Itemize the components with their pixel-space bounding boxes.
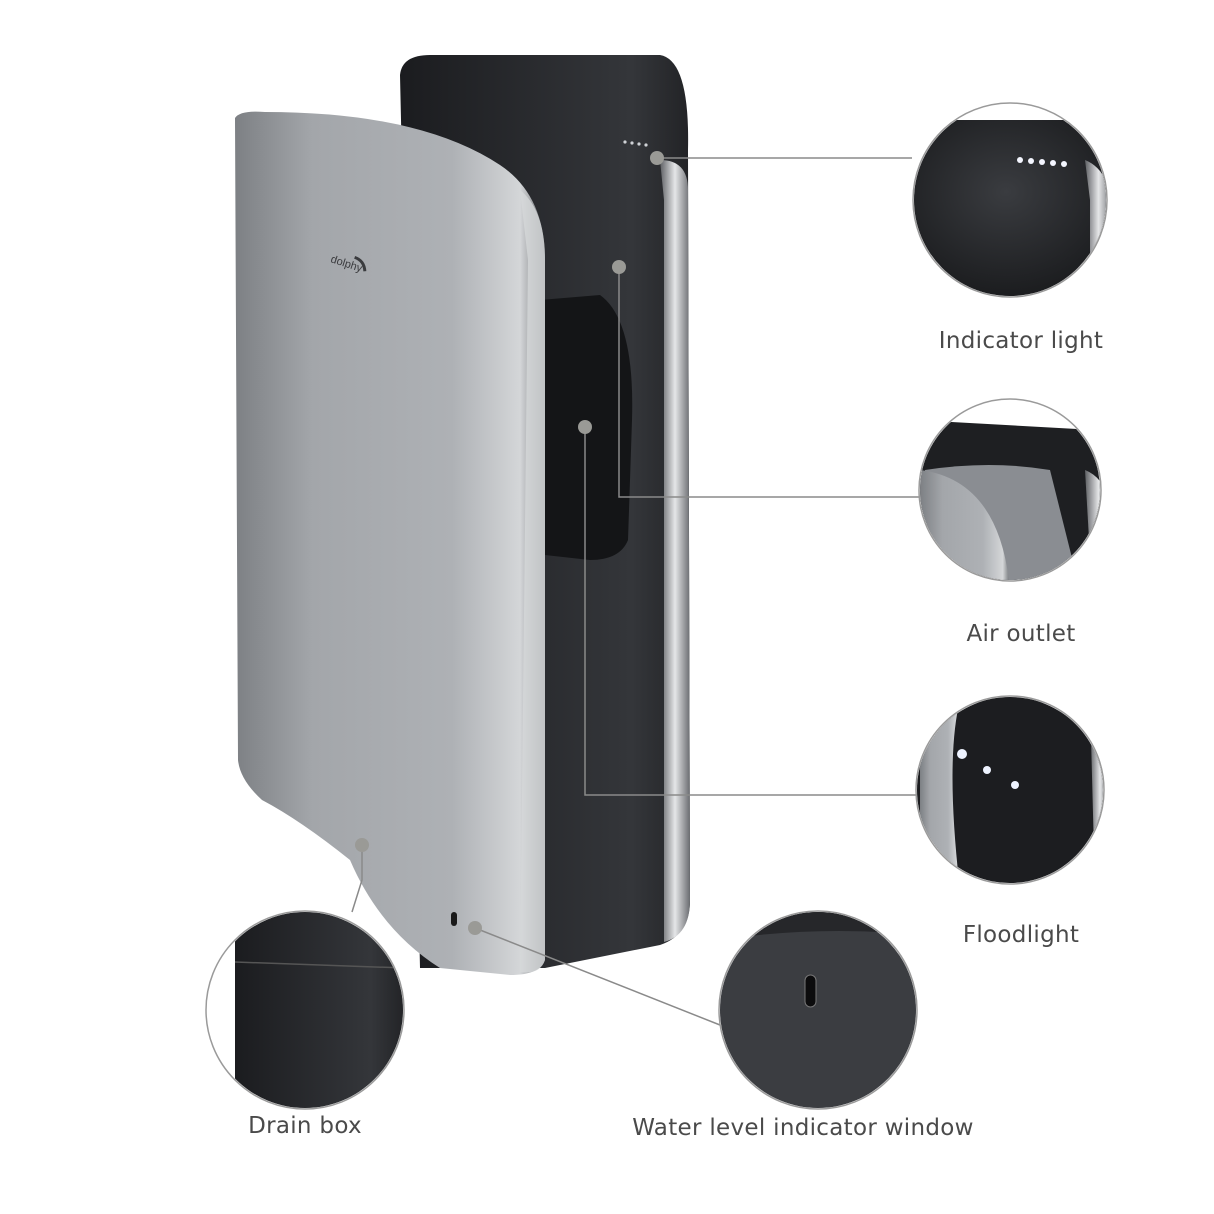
label-indicator-light: Indicator light <box>938 328 1104 354</box>
dryer-front-edge <box>520 190 545 973</box>
label-drain-box: Drain box <box>248 1113 362 1139</box>
zoom-circle-indicator-light <box>912 102 1108 298</box>
leader-line-water-window <box>474 927 721 1026</box>
leader-line-floodlight <box>584 427 917 796</box>
indicator-dots <box>623 140 648 147</box>
water-level-window <box>451 912 457 926</box>
label-floodlight: Floodlight <box>962 922 1080 948</box>
callout-dots <box>355 151 664 935</box>
zoom-circle-drain-box <box>205 910 405 1110</box>
dryer-front-panel <box>235 111 545 976</box>
leader-line-drain-box <box>351 845 363 913</box>
dryer-side-trim <box>660 160 690 942</box>
zoom-circle-water-window <box>718 910 918 1110</box>
hand-dryer-product: dolphy <box>235 55 690 976</box>
label-air-outlet: Air outlet <box>966 621 1076 647</box>
leader-lines <box>351 157 920 1026</box>
label-water-level-window: Water level indicator window <box>632 1115 974 1141</box>
zoom-circle-air-outlet <box>918 398 1102 582</box>
zoom-circle-floodlight <box>915 695 1105 885</box>
leader-line-air-outlet <box>618 267 920 498</box>
